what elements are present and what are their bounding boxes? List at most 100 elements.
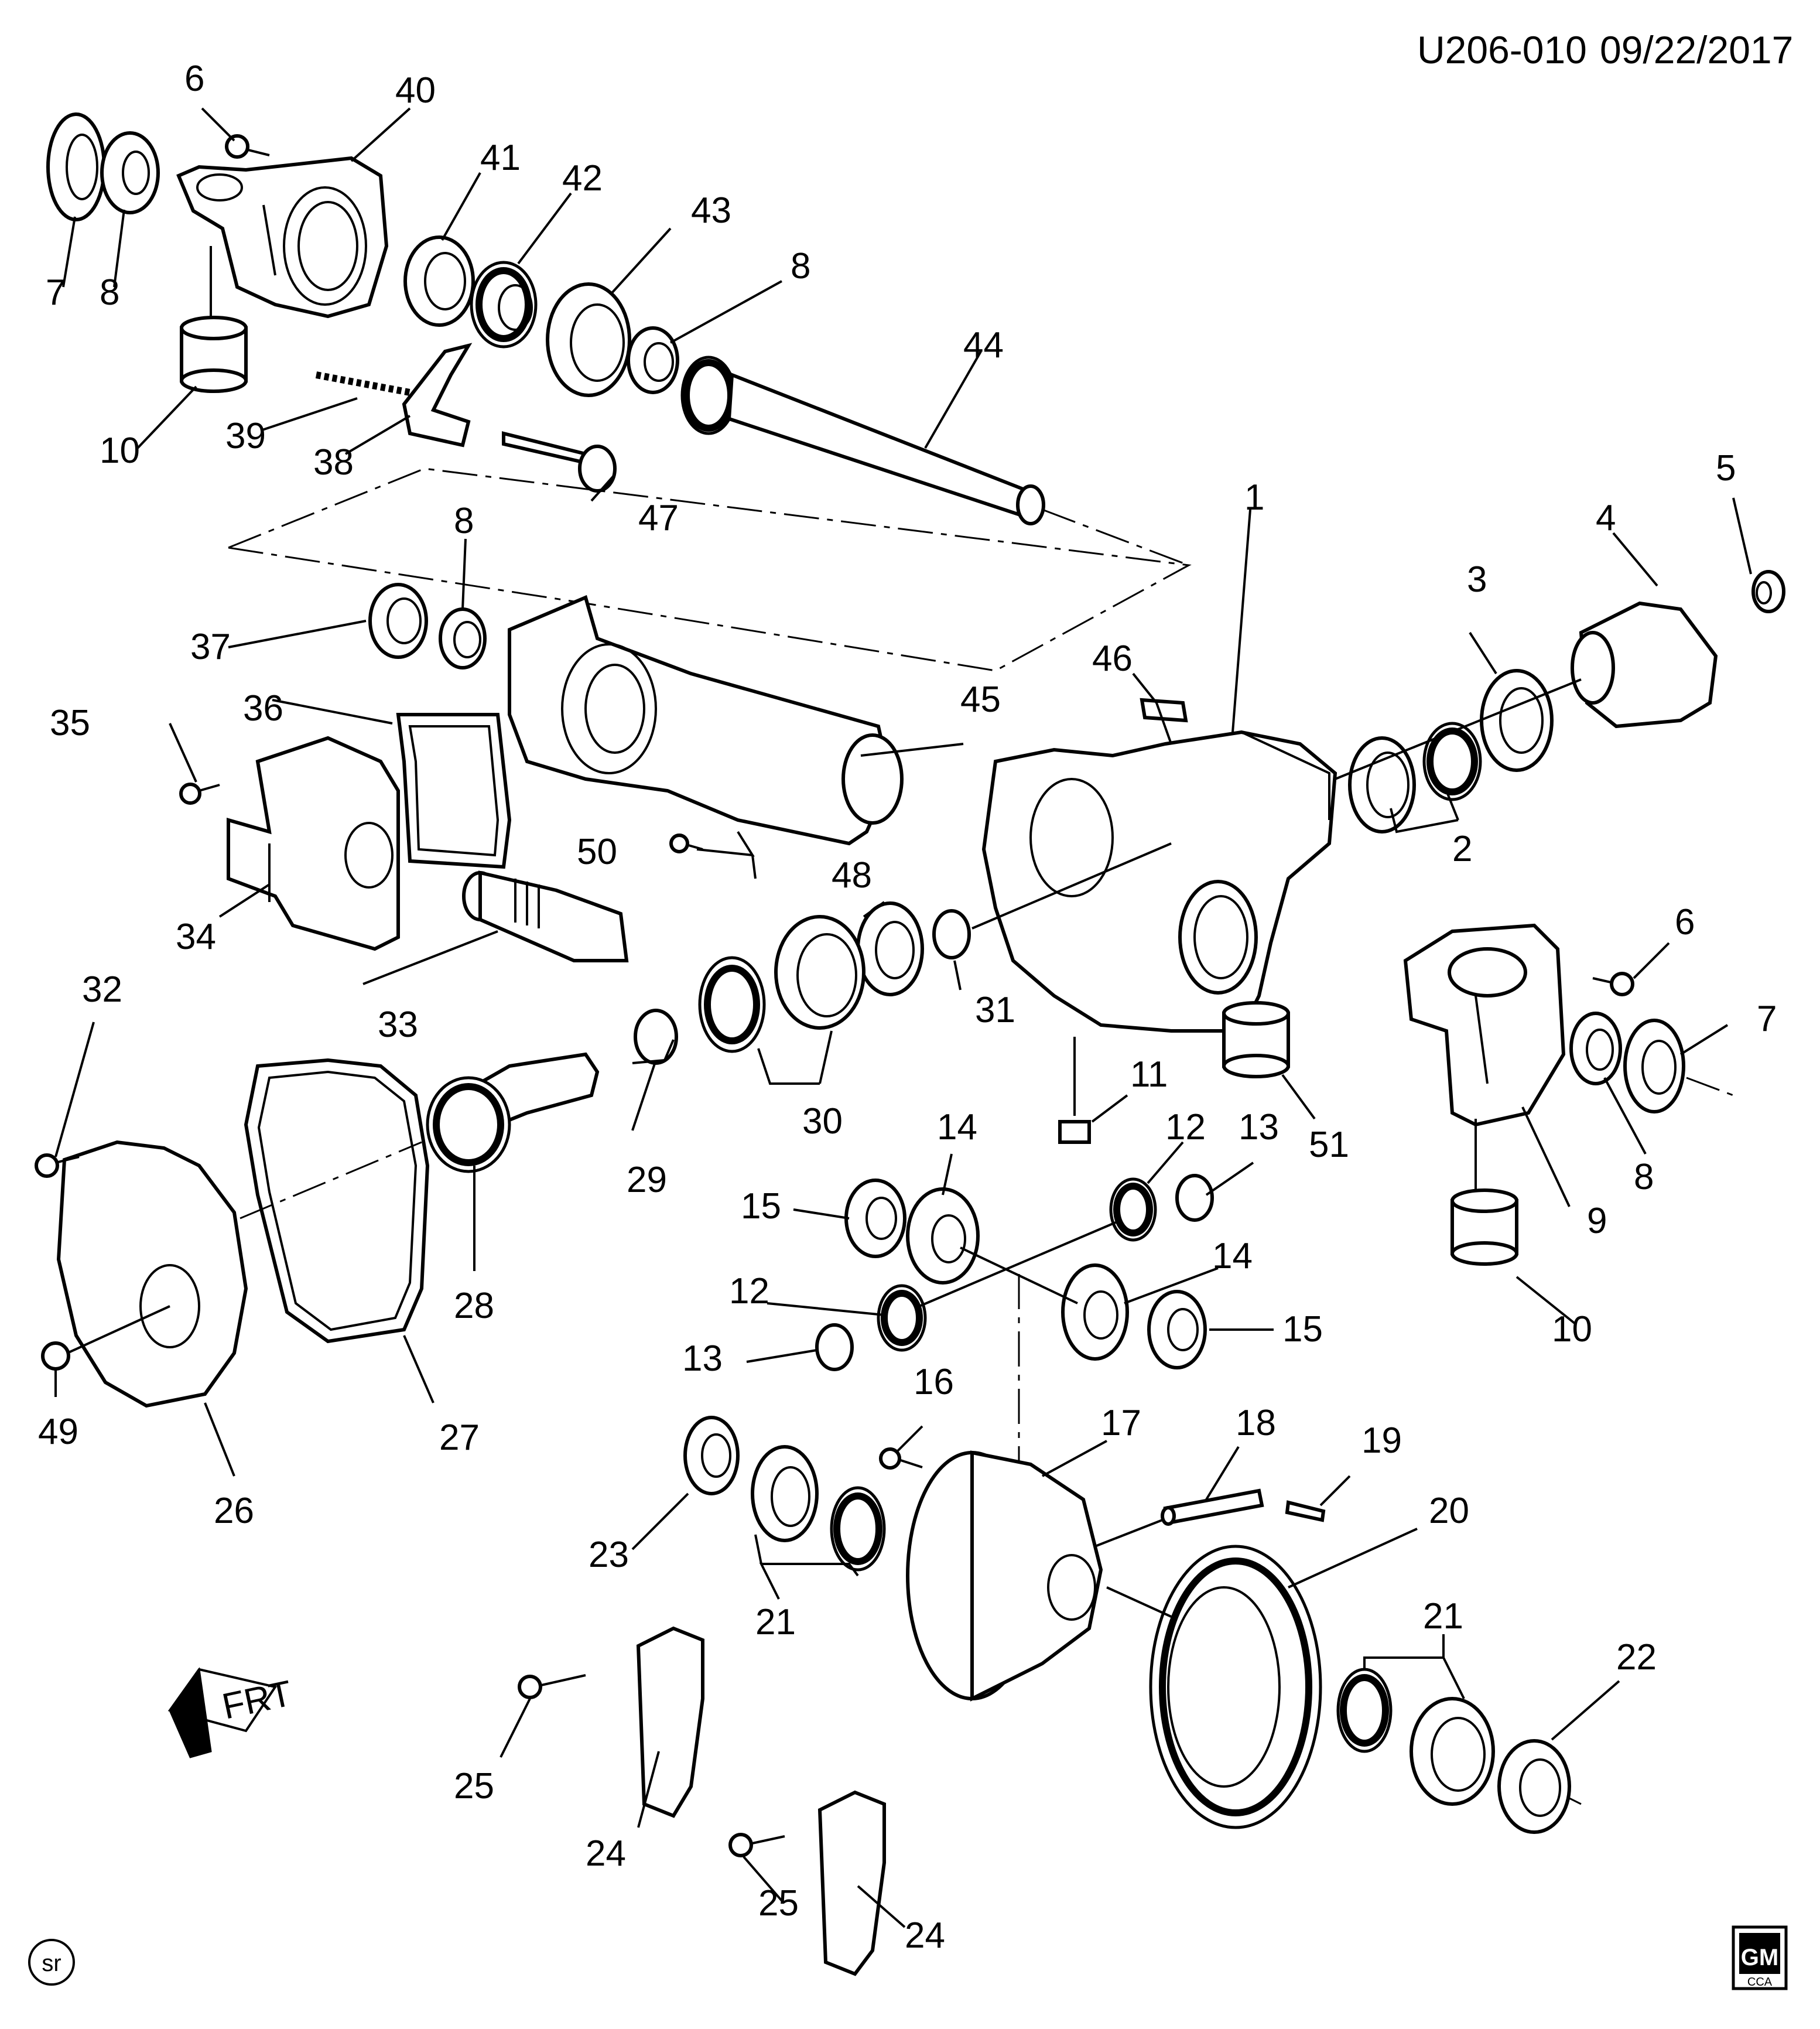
assembly-box-outline-b [228, 546, 586, 604]
callout-6: 6 [184, 59, 204, 99]
part-bolt-19 [1285, 1500, 1326, 1522]
callout-21: 21 [1423, 1596, 1463, 1637]
part-plug-11 [1058, 1120, 1091, 1144]
callout-14: 14 [1212, 1236, 1253, 1276]
callout-19: 19 [1361, 1420, 1402, 1461]
axis-line-right-seal [1686, 1077, 1734, 1097]
callout-38: 38 [313, 442, 354, 483]
part-shim-29 [634, 1009, 678, 1065]
part-race-30 [774, 915, 865, 1030]
part-bearing-21-left [830, 1486, 886, 1572]
part-bolt-16 [879, 1447, 923, 1470]
axis-line-pinion-gears [919, 1220, 1119, 1307]
callout-2: 2 [1452, 829, 1472, 869]
callout-8: 8 [100, 272, 119, 313]
callout-1: 1 [1244, 477, 1264, 518]
callout-31: 31 [975, 990, 1015, 1030]
callout-12: 12 [1165, 1107, 1206, 1147]
callout-25: 25 [454, 1766, 494, 1806]
part-bracket-9 [1403, 923, 1566, 1127]
callout-11: 11 [1130, 1054, 1168, 1095]
callout-14: 14 [937, 1107, 977, 1147]
part-cover-26 [56, 1140, 248, 1408]
part-spring-39 [315, 371, 411, 396]
callout-47: 47 [638, 498, 679, 538]
callout-18: 18 [1236, 1403, 1276, 1443]
part-bearing-30 [698, 956, 766, 1053]
part-bearing-8-left [439, 607, 487, 669]
callout-21: 21 [755, 1602, 796, 1642]
callout-33: 33 [378, 1005, 418, 1045]
diagram-date: 09/22/2017 [1600, 28, 1793, 71]
part-pin-47 [502, 431, 617, 493]
part-fork-38 [402, 343, 473, 448]
callout-51: 51 [1309, 1125, 1349, 1165]
parts-drawing [35, 112, 1785, 1976]
callout-3: 3 [1467, 559, 1487, 600]
callout-34: 34 [176, 917, 216, 957]
part-pinion-gear-12-top [1109, 1177, 1157, 1242]
callout-26: 26 [214, 1491, 254, 1531]
part-washer-31 [932, 909, 971, 959]
part-bolt-25-right [728, 1833, 785, 1857]
callout-30: 30 [802, 1101, 843, 1142]
callout-44: 44 [963, 325, 1004, 366]
part-bracket-40 [176, 156, 389, 319]
part-washer-37 [368, 583, 428, 659]
part-bushing-10-top [180, 316, 248, 393]
part-seal-7-top [46, 112, 106, 221]
gm-logo-subtext: CCA [1747, 1976, 1773, 1989]
part-race-21-left [751, 1445, 819, 1542]
callout-8: 8 [791, 246, 810, 286]
callout-8: 8 [1634, 1157, 1654, 1197]
callout-50: 50 [577, 832, 617, 872]
part-seal-3 [1480, 669, 1554, 772]
callout-15: 15 [741, 1186, 781, 1227]
part-tube-housing-45 [508, 595, 904, 846]
part-flange-4 [1571, 601, 1718, 729]
part-shim-23 [683, 1416, 740, 1495]
part-gasket-27 [244, 1058, 430, 1344]
callout-48: 48 [832, 855, 872, 896]
callout-24: 24 [586, 1833, 626, 1874]
part-bearing-8-right [1569, 1012, 1622, 1085]
part-bearing-8-top [100, 131, 160, 214]
axis-line-cover-pinion [240, 1141, 422, 1220]
part-bolt-6-top [225, 134, 270, 159]
callout-25: 25 [758, 1883, 799, 1924]
callout-42: 42 [562, 158, 603, 199]
callout-23: 23 [589, 1535, 629, 1575]
callout-8: 8 [454, 501, 474, 541]
callout-16: 16 [914, 1362, 954, 1402]
callout-17: 17 [1101, 1403, 1141, 1443]
part-breather-46 [1140, 698, 1188, 723]
part-thrust-washer-15-left [844, 1179, 906, 1258]
part-pinion-28 [426, 1052, 600, 1173]
part-carrier-housing-1 [981, 730, 1337, 1033]
part-bolt-32 [35, 1153, 80, 1178]
part-race-21-right [1410, 1697, 1495, 1806]
leader-lines [54, 107, 1752, 1928]
part-seal-7-right [1623, 1019, 1685, 1113]
part-gear-ring-43 [546, 282, 631, 397]
callout-45: 45 [960, 679, 1001, 720]
gm-logo-text: GM [1741, 1945, 1778, 1970]
callout-7: 7 [46, 272, 66, 313]
callout-6: 6 [1675, 902, 1695, 942]
callout-12: 12 [729, 1271, 769, 1311]
callout-46: 46 [1092, 638, 1133, 679]
callout-7: 7 [1757, 999, 1777, 1039]
part-bushing-51 [1222, 1001, 1290, 1078]
callout-labels: 7 8 6 40 41 42 43 8 44 10 39 38 47 1 5 4… [38, 59, 1777, 1956]
part-actuator-34 [227, 736, 400, 951]
part-side-gear-14-right [1061, 1263, 1129, 1361]
callout-5: 5 [1716, 448, 1736, 489]
part-nut-5 [1751, 570, 1785, 613]
part-plug-49 [41, 1341, 70, 1371]
callout-15: 15 [1282, 1309, 1323, 1350]
part-bearing-42 [470, 261, 538, 349]
part-bearing-cap-24-right [817, 1790, 886, 1976]
callout-13: 13 [1239, 1107, 1279, 1147]
diagram-code: U206-010 [1417, 28, 1587, 71]
